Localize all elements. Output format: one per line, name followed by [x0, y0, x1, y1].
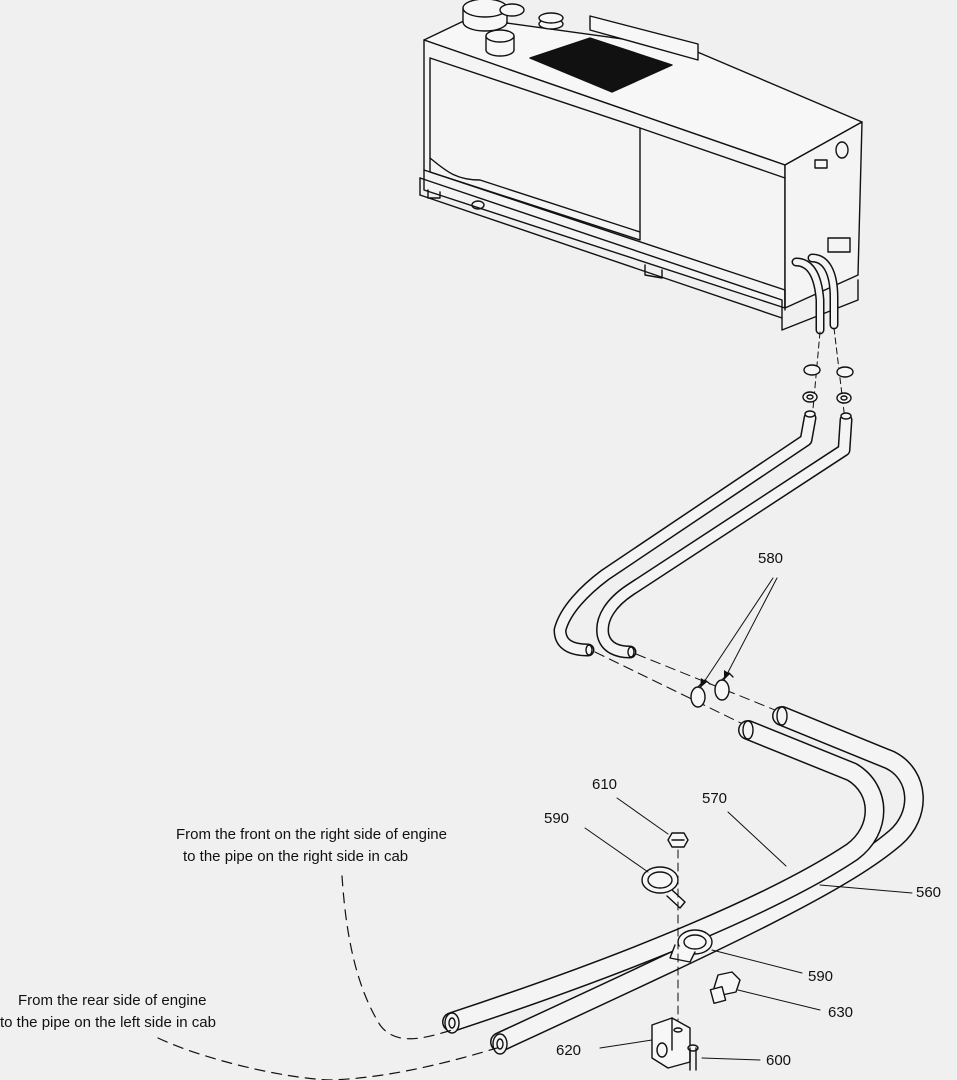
drain-plug	[471, 200, 485, 210]
leader-lines	[584, 577, 913, 1061]
clamp-590-lower	[669, 929, 713, 963]
hoses	[442, 706, 924, 1055]
bolt-630	[709, 971, 741, 1005]
end-terminal	[827, 237, 851, 253]
heater-pipe	[809, 255, 837, 328]
top-fittings	[462, 0, 564, 57]
callout-630: 630	[828, 1004, 854, 1021]
note-front-line1: From the front on the right side of engi…	[176, 826, 447, 843]
callout-570: 570	[702, 790, 728, 807]
screw-600	[687, 1044, 699, 1071]
callout-620: 620	[556, 1042, 582, 1059]
panel-divider	[639, 127, 786, 179]
routing-lines	[157, 875, 498, 1080]
top-grille	[529, 37, 673, 93]
hose-clamps-580	[690, 672, 734, 708]
note-rear-routing: From the rear side of engine to the pipe…	[0, 990, 216, 1034]
callout-590-lower: 590	[808, 968, 834, 985]
top-rear-box	[589, 15, 699, 61]
note-front-routing: From the front on the right side of engi…	[176, 824, 447, 868]
heater-pipe	[793, 259, 823, 333]
heater-unit	[419, 0, 863, 335]
arrowheads	[700, 670, 730, 688]
bracket-620	[651, 1017, 691, 1069]
bent-pipes	[553, 410, 853, 659]
foot	[427, 189, 441, 199]
end-connector	[814, 159, 828, 169]
centerlines-mid	[594, 651, 781, 726]
foot	[644, 264, 663, 279]
callout-600: 600	[766, 1052, 792, 1069]
note-front-line2: to the pipe on the right side in cab	[183, 848, 409, 865]
base-edge	[419, 194, 783, 319]
callout-560: 560	[916, 884, 942, 901]
callout-590-upper: 590	[544, 810, 570, 827]
end-port	[835, 141, 849, 159]
base-rail	[423, 169, 786, 311]
nut-610	[667, 832, 689, 848]
small-clamps	[802, 364, 854, 404]
clamp-590-upper	[641, 866, 686, 909]
callout-610: 610	[592, 776, 618, 793]
note-rear-line1: From the rear side of engine	[18, 992, 207, 1009]
base-plate	[419, 177, 859, 331]
front-panel	[429, 57, 641, 241]
callout-580: 580	[758, 550, 784, 567]
note-rear-line2: to the pipe on the left side in cab	[0, 1014, 216, 1031]
panel-curve	[429, 157, 641, 233]
